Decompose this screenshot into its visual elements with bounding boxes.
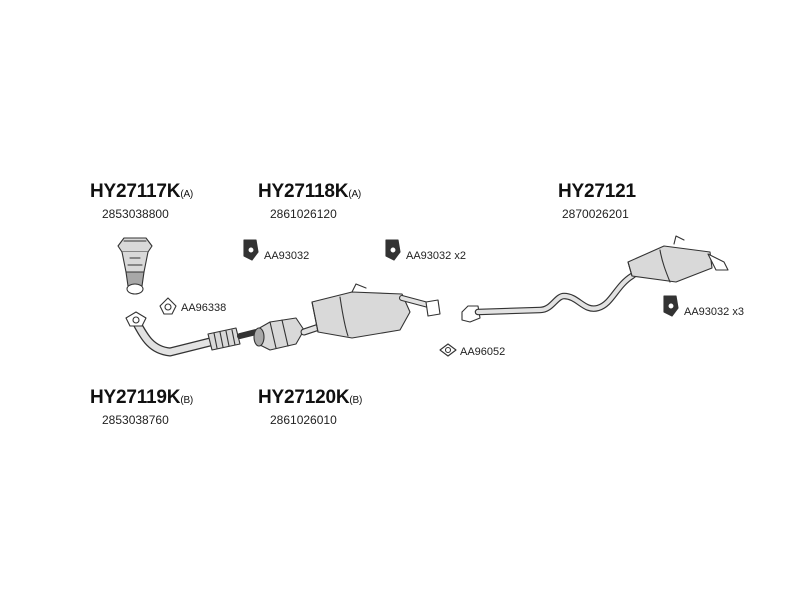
accessory-code: AA93032 — [406, 250, 452, 262]
part-reference: 2853038760 — [102, 413, 169, 427]
accessory-qty: x3 — [732, 306, 744, 318]
catalytic-converter-hy27117k — [117, 237, 153, 295]
part-label-hy27118k: HY27118K(A) 2861026120 — [258, 181, 362, 222]
rear-muffler-hy27121 — [461, 235, 729, 323]
accessory-code: AA96052 — [460, 346, 506, 358]
accessory-label: AA93032 — [264, 250, 309, 262]
part-reference: 2861026010 — [270, 413, 337, 427]
rubber-hanger-icon — [243, 239, 259, 261]
accessory-code: AA96338 — [181, 302, 227, 314]
part-code: HY27118K — [258, 181, 349, 202]
part-code: HY27120K — [258, 387, 350, 408]
accessory-code: AA93032 — [264, 250, 310, 262]
rubber-hanger-icon — [385, 239, 401, 261]
part-label-hy27119k: HY27119K(B) 2853038760 — [90, 387, 194, 428]
part-code: HY27121 — [558, 181, 636, 202]
gasket-icon-aa96338 — [159, 297, 177, 315]
part-suffix: (A) — [348, 189, 362, 200]
part-label-hy27120k: HY27120K(B) 2861026010 — [258, 387, 363, 428]
part-code: HY27117K — [90, 181, 181, 202]
part-code: HY27119K — [90, 387, 181, 408]
catalytic-converter-hy27120k — [253, 317, 315, 351]
part-reference: 2861026120 — [270, 207, 337, 221]
rubber-hanger-icon — [663, 295, 679, 317]
part-label-hy27117k: HY27117K(A) 2853038800 — [90, 181, 194, 222]
part-suffix: (B) — [349, 395, 363, 406]
part-reference: 2853038800 — [102, 207, 169, 221]
gasket-icon-aa96052 — [439, 343, 457, 357]
accessory-label: AA96052 — [460, 346, 505, 358]
part-label-hy27121: HY27121 2870026201 — [558, 181, 636, 222]
part-reference: 2870026201 — [562, 207, 629, 221]
part-suffix: (A) — [180, 189, 194, 200]
part-suffix: (B) — [180, 395, 194, 406]
accessory-label: AA93032 x3 — [684, 306, 744, 318]
center-muffler-hy27118k — [300, 283, 441, 339]
accessory-label: AA96338 — [181, 302, 226, 314]
accessory-code: AA93032 — [684, 306, 730, 318]
front-pipe-hy27119k — [125, 311, 259, 357]
accessory-label: AA93032 x2 — [406, 250, 466, 262]
accessory-qty: x2 — [454, 250, 466, 262]
